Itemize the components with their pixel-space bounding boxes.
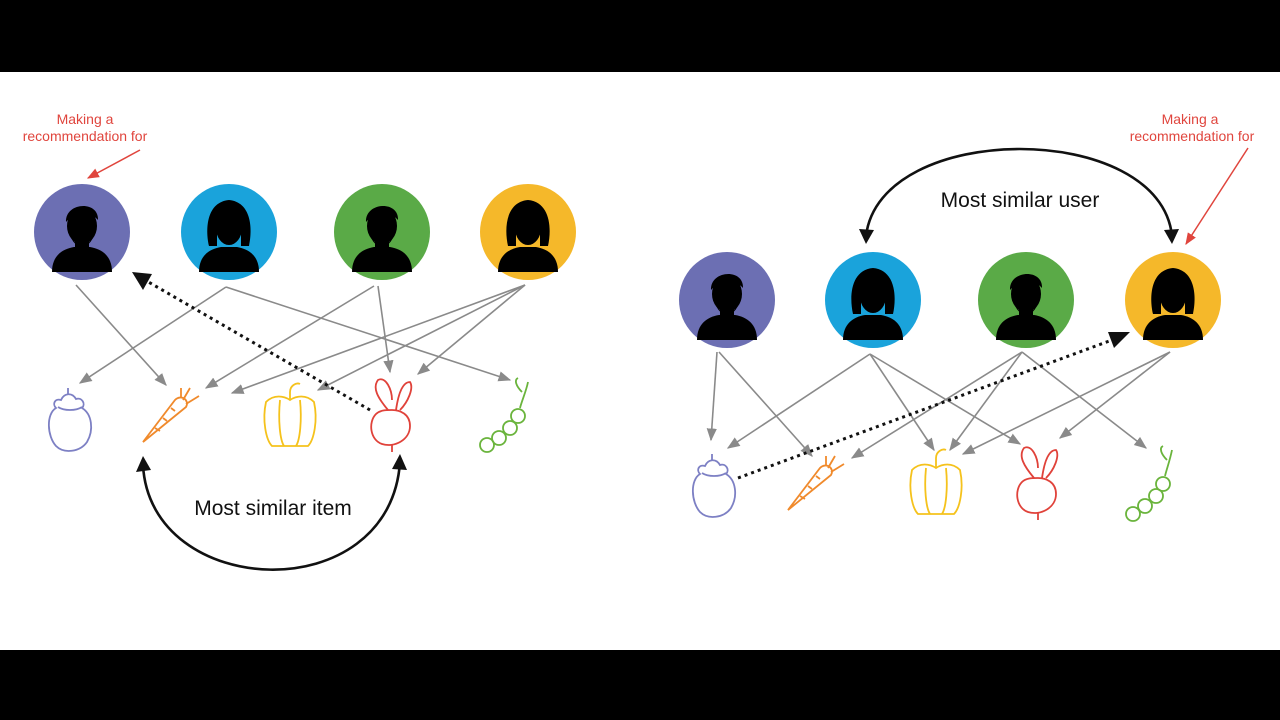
eggplant-icon: [691, 454, 737, 518]
right-item-eggplant: [691, 454, 737, 518]
right-similarity-arc: [864, 147, 1174, 237]
left-user-yellow: [480, 184, 576, 280]
right-annotation-arrow: [1185, 147, 1249, 246]
left-similarity-arc: [141, 461, 402, 571]
left-annotation-line1: Making a: [57, 111, 114, 127]
eggplant-icon: [47, 388, 93, 452]
bell-pepper-icon: [263, 382, 317, 447]
left-recommendation-arrow: [144, 278, 371, 412]
carrot-icon: [787, 455, 845, 511]
left-user-blue: [181, 184, 277, 280]
bell-pepper-icon: [909, 448, 963, 515]
left-similarity-label: Most similar item: [194, 497, 352, 520]
right-user-yellow: [1125, 252, 1221, 348]
right-item-beet: [1016, 446, 1059, 520]
left-connectors: [75, 284, 526, 394]
left-user-purple: [34, 184, 130, 280]
left-user-green: [334, 184, 430, 280]
beet-icon: [370, 378, 413, 452]
content-background: [0, 72, 1280, 650]
left-item-peas: [479, 377, 529, 453]
right-user-blue: [825, 252, 921, 348]
right-item-pepper: [909, 448, 963, 515]
peas-icon: [1125, 445, 1173, 522]
left-annotation-line2: recommendation for: [23, 128, 148, 144]
left-recommendation-arrowhead: [132, 272, 152, 290]
left-item-eggplant: [47, 388, 93, 452]
right-similarity-label: Most similar user: [941, 189, 1100, 212]
left-panel: Making a recommendation for: [23, 111, 576, 571]
right-annotation-line1: Making a: [1162, 111, 1219, 127]
right-panel: Making a recommendation for Most similar…: [679, 111, 1255, 522]
right-item-carrot: [787, 455, 845, 511]
left-item-carrot: [142, 387, 200, 443]
right-user-green: [978, 252, 1074, 348]
right-user-purple: [679, 252, 775, 348]
right-recommendation-arrowhead: [1108, 332, 1130, 348]
beet-icon: [1016, 446, 1059, 520]
right-arc-arrowhead-end: [1164, 229, 1179, 244]
carrot-icon: [142, 387, 200, 443]
right-annotation-line2: recommendation for: [1130, 128, 1255, 144]
right-item-peas: [1125, 445, 1173, 522]
right-arc-arrowhead-start: [859, 229, 874, 244]
left-arc-arrowhead-end: [392, 454, 407, 470]
left-item-pepper: [263, 382, 317, 447]
peas-icon: [479, 377, 529, 453]
left-arc-arrowhead-start: [136, 456, 151, 472]
left-item-beet: [370, 378, 413, 452]
left-annotation-arrow: [86, 149, 141, 179]
